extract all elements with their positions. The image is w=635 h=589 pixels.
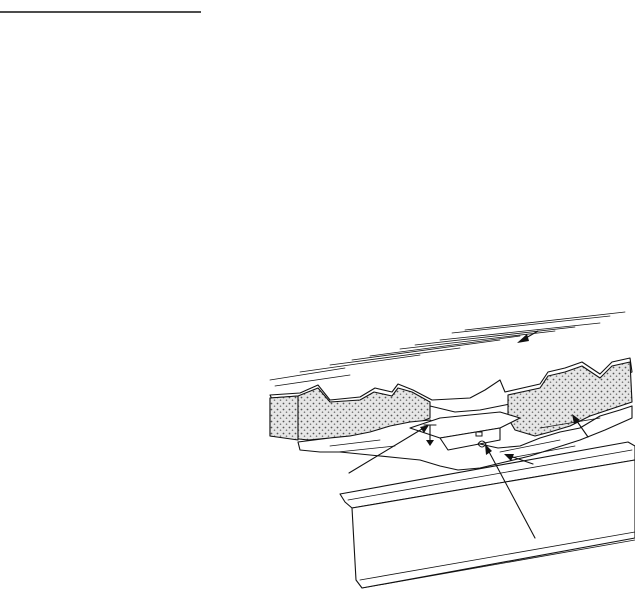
foam-front-left <box>269 395 299 441</box>
eave-flashing-face <box>351 459 635 589</box>
fixing-head <box>475 431 483 437</box>
purlin-web <box>439 427 501 451</box>
fixing-screw-icon <box>423 424 437 446</box>
callout-purlin-fastener <box>348 425 429 474</box>
clip-icon <box>477 440 487 448</box>
foam-block-right <box>507 361 633 437</box>
callout-foam-core <box>572 414 589 438</box>
eave-flashing-lines <box>347 449 635 589</box>
callout-roof-sheet <box>517 330 539 343</box>
eave-flashing-top <box>339 441 635 509</box>
liner-ribs <box>329 417 601 459</box>
callout-fixing-screw <box>485 444 536 539</box>
roof-sheet-ribs <box>269 311 626 387</box>
callout-liner-sheet <box>504 454 534 465</box>
